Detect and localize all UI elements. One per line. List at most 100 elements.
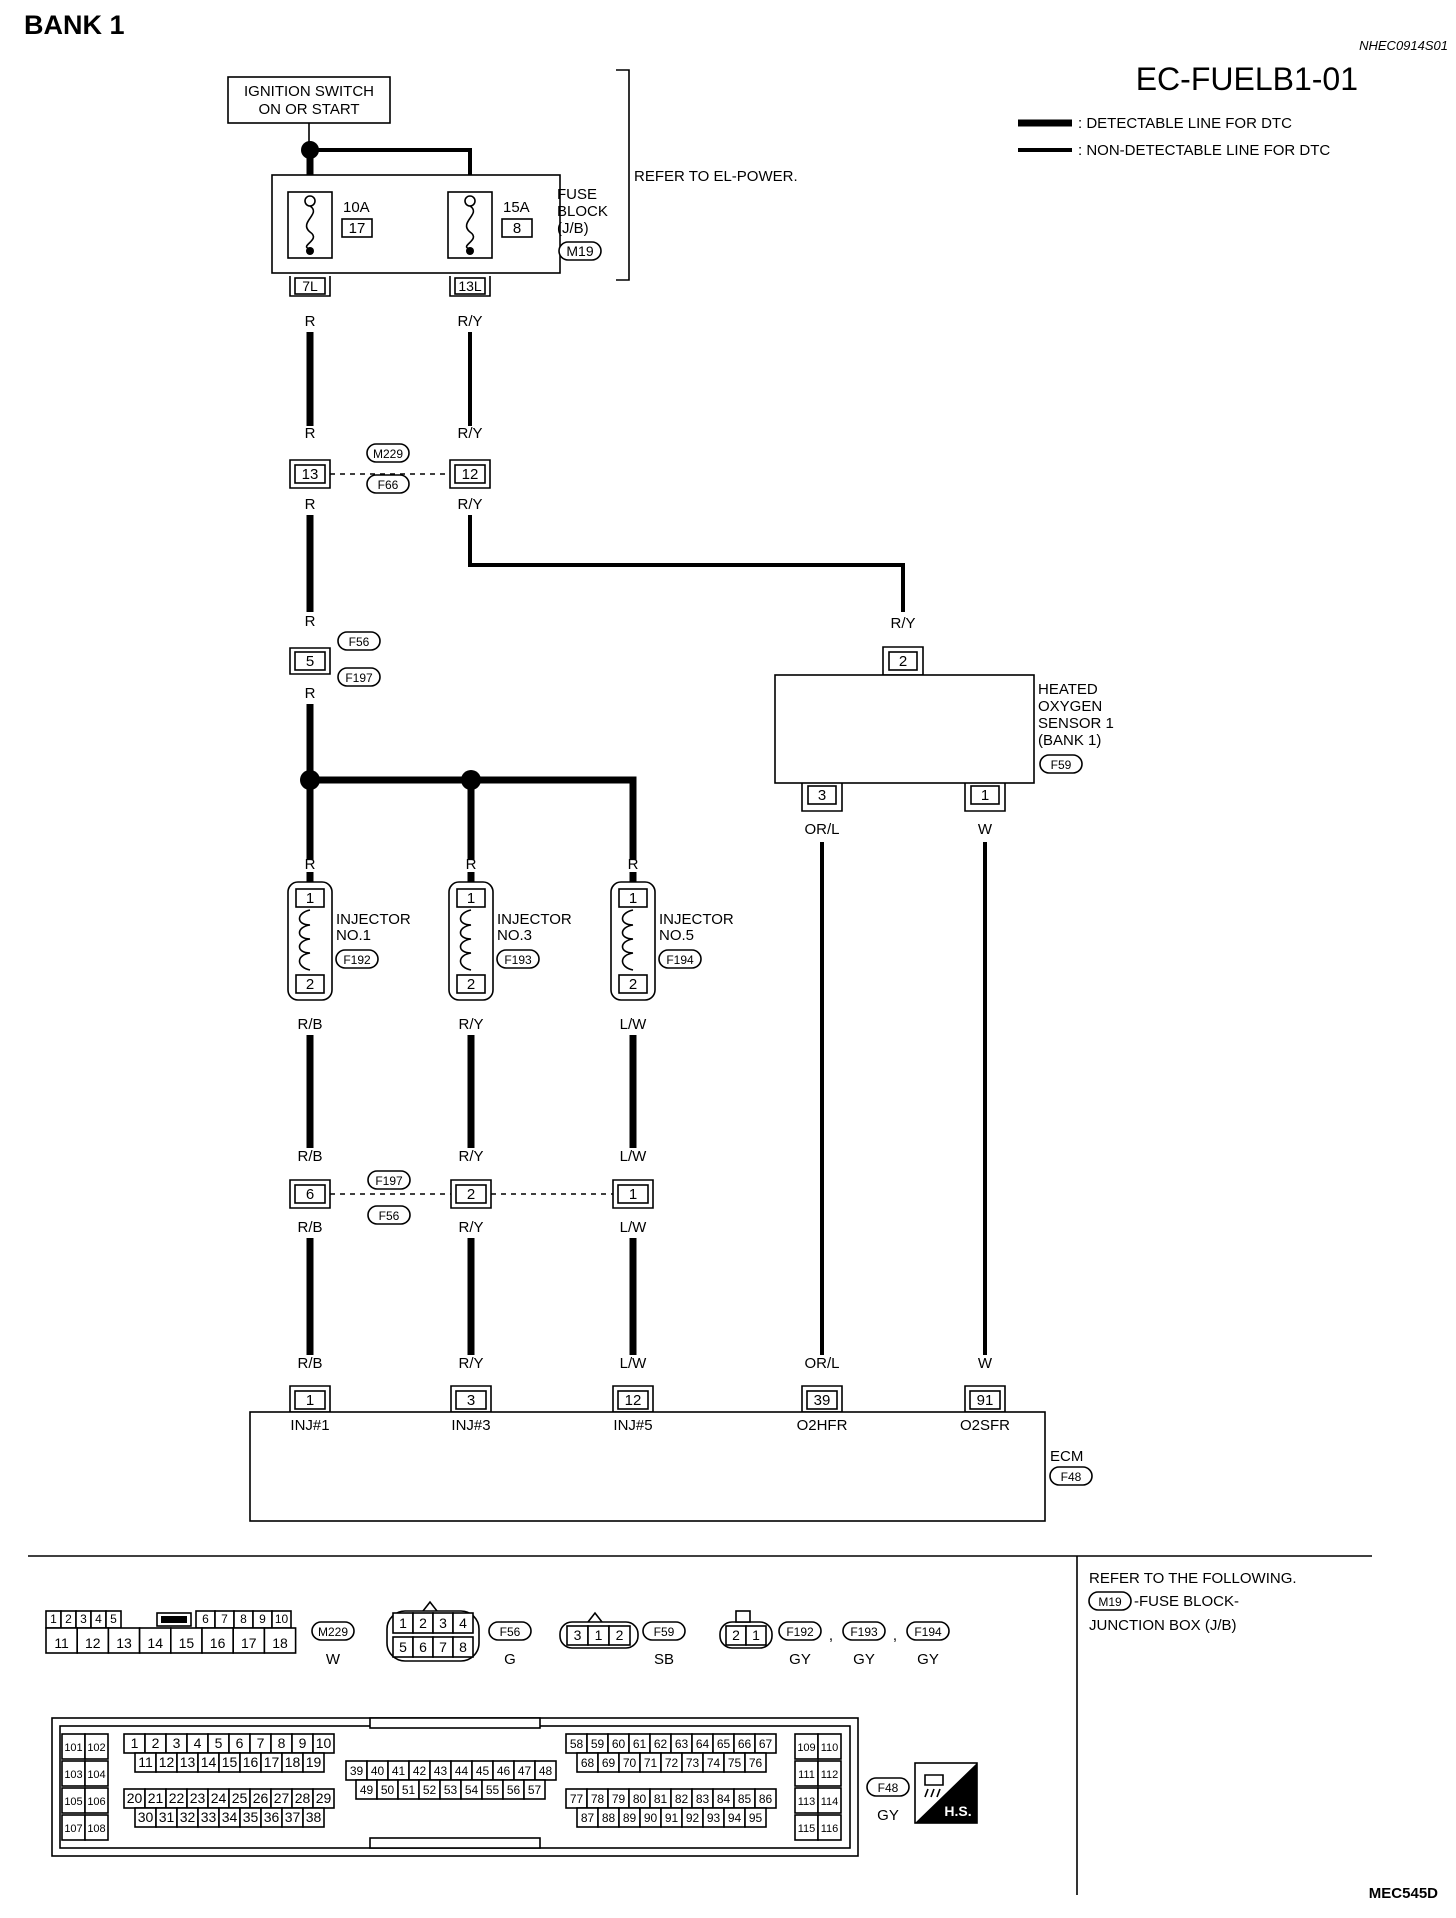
f48-a-row1-pin-1: 1 — [131, 1735, 139, 1751]
f59-id: F59 — [654, 1625, 675, 1639]
wire-label-rb: R/B — [297, 1148, 322, 1165]
f48-c-row4-pin-90: 90 — [644, 1811, 658, 1825]
m229-row2-pin-11: 11 — [54, 1635, 69, 1651]
m229-color: W — [326, 1651, 341, 1668]
terminal-13l — [454, 277, 486, 295]
ecm-pin-39-label: 39 — [814, 1392, 831, 1409]
f56-pin-5 — [294, 651, 326, 671]
f48-b-row2-pin-51: 51 — [402, 1783, 416, 1797]
f192-key — [735, 1610, 751, 1623]
m229-row2-pin-17: 17 — [241, 1635, 257, 1651]
m229-row2-pin-16: 16 — [210, 1635, 226, 1651]
m229-pin-13-label: 13 — [302, 466, 319, 483]
f48-bottom-slot — [369, 1837, 541, 1849]
f48-c-row4-pin-95: 95 — [749, 1811, 763, 1825]
f48-b-row1-pin-39: 39 — [350, 1764, 364, 1778]
oxygen-sensor-box — [774, 674, 1035, 784]
f56-row1-pin-2: 2 — [419, 1615, 427, 1631]
f48-left-cell — [84, 1760, 109, 1787]
f56-row1-pin-1: 1 — [399, 1615, 407, 1631]
f193-oval — [842, 1621, 886, 1641]
f48-c-row4-pin-87: 87 — [581, 1811, 595, 1825]
f48-c-row1-pin-59: 59 — [591, 1737, 605, 1751]
wire-label-r: R — [305, 425, 316, 442]
f59-pins-pin-1: 1 — [595, 1627, 603, 1643]
f48-c-row2-cell — [744, 1752, 767, 1773]
f48-a-row4-pin-35: 35 — [243, 1809, 259, 1825]
injector-5-label-1: INJECTOR — [659, 911, 734, 928]
wire-label-ry: R/Y — [457, 496, 482, 513]
injector-1-label-2: NO.1 — [336, 927, 371, 944]
m229-oval — [311, 1621, 355, 1641]
m229-row2-pin-13: 13 — [116, 1635, 132, 1651]
diagram-id: EC-FUELB1-01 — [1136, 61, 1358, 97]
f48-pin-104: 104 — [87, 1769, 105, 1781]
f48-a-row1-pin-7: 7 — [257, 1735, 265, 1751]
f48-a-row1-pin-2: 2 — [152, 1735, 160, 1751]
f48-pin-103: 103 — [64, 1769, 82, 1781]
footer-id: MEC545D — [1369, 1885, 1438, 1902]
f48-b-row2-pin-49: 49 — [360, 1783, 374, 1797]
f48-c-row4-pin-88: 88 — [602, 1811, 616, 1825]
f48-b-row1-pin-40: 40 — [371, 1764, 385, 1778]
f48-b-row1-pin-42: 42 — [413, 1764, 427, 1778]
injector-1-pin-bottom: 2 — [306, 976, 314, 993]
f48-a-row2-pin-14: 14 — [201, 1754, 217, 1770]
wire-label-ry: R/Y — [458, 1016, 483, 1033]
hs-label: H.S. — [944, 1803, 971, 1819]
injector-3-pin-bottom: 2 — [467, 976, 475, 993]
f48-c-row3-pin-86: 86 — [759, 1792, 773, 1806]
fuse-block-label-2: BLOCK — [557, 203, 608, 220]
connector-f197-label: F197 — [345, 671, 373, 685]
injector-5-label-2: NO.5 — [659, 927, 694, 944]
f48-b-row2-pin-52: 52 — [423, 1783, 437, 1797]
f56-row1-pin-4: 4 — [459, 1615, 467, 1631]
m229-pin-12 — [454, 464, 486, 484]
wire-label-r: R — [305, 685, 316, 702]
f48-a-row3-pin-29: 29 — [316, 1790, 332, 1806]
injector-5-body — [610, 881, 656, 1001]
sensor-pin-1-label: 1 — [981, 787, 989, 804]
f48-a-row3-pin-27: 27 — [274, 1790, 290, 1806]
f48-c-row3-pin-79: 79 — [612, 1792, 626, 1806]
ignition-label-1: IGNITION SWITCH — [244, 83, 374, 100]
f48-oval — [866, 1777, 910, 1797]
injector-1-body — [287, 881, 333, 1001]
wire-label-lw: L/W — [620, 1355, 648, 1372]
f48-left-cell — [84, 1787, 109, 1814]
f59-oval — [642, 1621, 686, 1641]
sensor-pin-2-label: 2 — [899, 653, 907, 670]
legend-non-detectable: : NON-DETECTABLE LINE FOR DTC — [1078, 142, 1330, 159]
f193-id: F193 — [850, 1625, 878, 1639]
m229-row1-pin-1: 1 — [50, 1612, 57, 1626]
f48-b-row2-pin-53: 53 — [444, 1783, 458, 1797]
f56-row1-pin-3: 3 — [439, 1615, 447, 1631]
m229-row2-pin-15: 15 — [179, 1635, 195, 1651]
wire-label-rb: R/B — [297, 1219, 322, 1236]
f48-c-row4-pin-91: 91 — [665, 1811, 679, 1825]
fuse-10a-element — [305, 205, 315, 250]
f48-pin-106: 106 — [87, 1796, 105, 1808]
f48-b-row1-pin-47: 47 — [518, 1764, 532, 1778]
sensor-connector-oval — [1039, 754, 1083, 774]
wire-label-ry: R/Y — [457, 425, 482, 442]
f48-b-row1-pin-46: 46 — [497, 1764, 511, 1778]
sensor-pin-1 — [970, 785, 1000, 805]
f48-c-row4-pin-93: 93 — [707, 1811, 721, 1825]
m229-row1b-pin-8: 8 — [240, 1612, 247, 1626]
f48-c-row2-pin-74: 74 — [707, 1756, 721, 1770]
fuse-block-connector-oval — [558, 241, 602, 261]
f59-pins-pin-2: 2 — [616, 1627, 624, 1643]
wire-label-lw: L/W — [620, 1148, 648, 1165]
f48-a-row2-pin-16: 16 — [243, 1754, 259, 1770]
ecm-pin-39 — [806, 1390, 838, 1410]
f192-pins-pin-1: 1 — [752, 1627, 760, 1643]
wire-label-r: R — [305, 856, 316, 873]
ignition-label-2: ON OR START — [258, 101, 359, 118]
legend-detectable: : DETECTABLE LINE FOR DTC — [1078, 115, 1292, 132]
f48-c-row1-pin-61: 61 — [633, 1737, 647, 1751]
ecm-pin-name-inj5: INJ#5 — [613, 1417, 652, 1434]
injector-3-coil-icon — [459, 909, 472, 971]
connector-f197-label: F197 — [375, 1174, 403, 1188]
f59-pins-pin-3: 3 — [574, 1627, 582, 1643]
